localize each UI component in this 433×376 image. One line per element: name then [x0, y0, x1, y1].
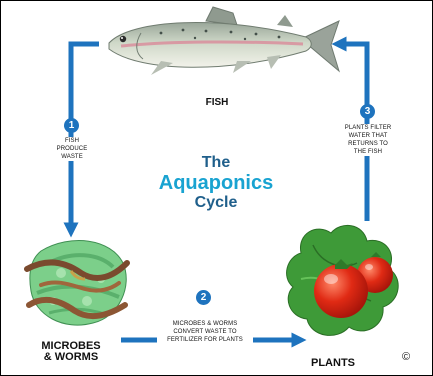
step-2-badge: 2 — [196, 290, 211, 305]
step-1-badge: 1 — [64, 118, 79, 133]
fish-label: FISH — [197, 97, 237, 108]
microbes-illustration — [27, 241, 127, 326]
title-line-3: Cycle — [141, 195, 291, 211]
fish-illustration — [109, 7, 339, 75]
step-1-text: FISH PRODUCE WASTE — [49, 137, 95, 161]
step-2-text: MICROBES & WORMS CONVERT WASTE TO FERTIL… — [157, 320, 253, 344]
title-line-1: The — [141, 155, 291, 171]
step-3-badge: 3 — [360, 104, 375, 119]
diagram-title: The Aquaponics Cycle — [141, 155, 291, 211]
plants-label: PLANTS — [306, 358, 360, 369]
plants-illustration — [287, 225, 399, 335]
copyright-mark: © — [399, 350, 413, 364]
title-line-2: Aquaponics — [141, 173, 291, 193]
step-3-text: PLANTS FILTER WATER THAT RETURNS TO THE … — [335, 124, 401, 156]
microbes-label: MICROBES & WORMS — [31, 341, 111, 363]
